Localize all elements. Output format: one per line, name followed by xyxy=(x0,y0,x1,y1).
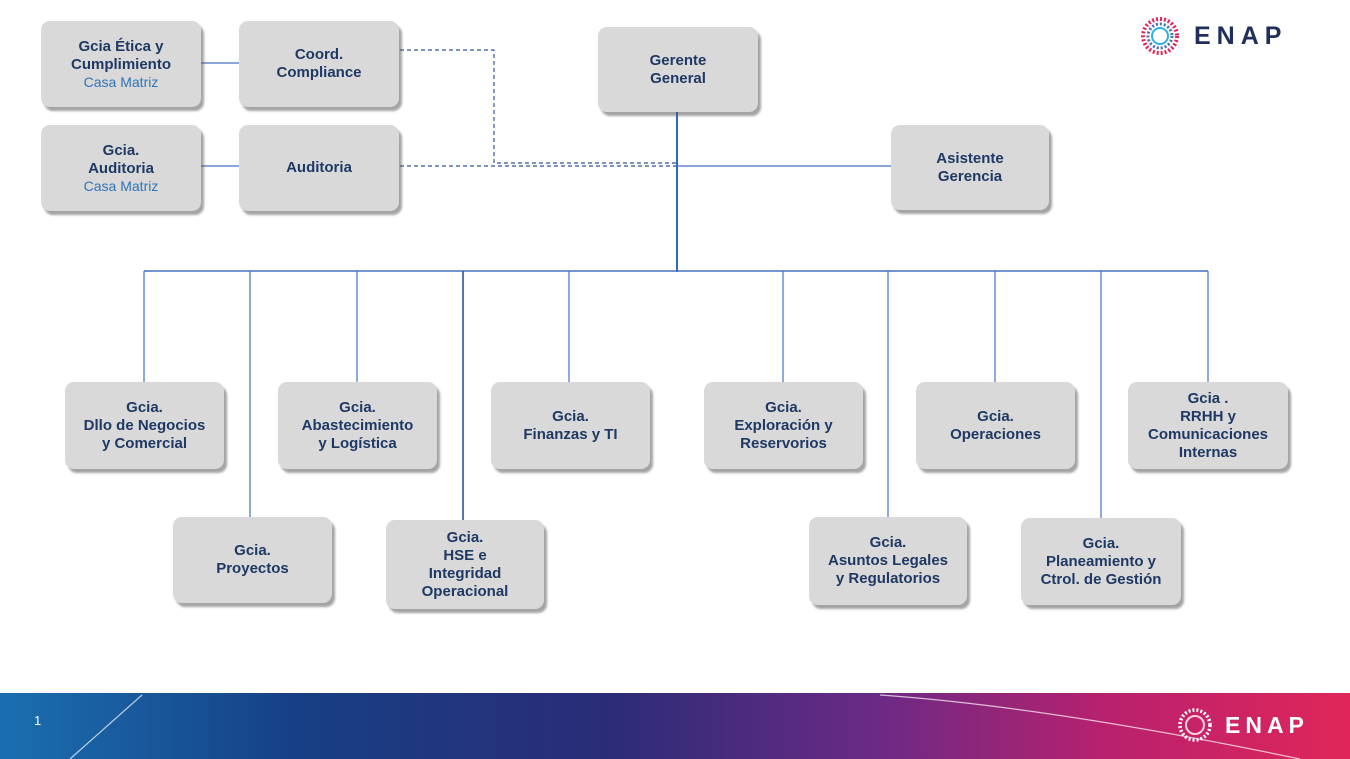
box-proyectos: Gcia. Proyectos xyxy=(173,517,332,603)
dashed-link-compliance xyxy=(400,49,676,164)
box-operaciones: Gcia. Operaciones xyxy=(916,382,1075,469)
box-label: Auditoria xyxy=(88,159,154,177)
box-label: Exploración y xyxy=(734,416,833,434)
box-label: Auditoria xyxy=(286,159,352,176)
footer-band: 1 ENAP xyxy=(0,693,1350,759)
box-label: Coord. xyxy=(294,46,344,63)
box-label: Gcia. xyxy=(869,534,907,551)
box-rrhh: Gcia . RRHH y Comunicaciones Internas xyxy=(1128,382,1288,469)
box-label: Gcia. xyxy=(234,542,271,559)
box-label: Compliance xyxy=(276,64,362,81)
box-label: Comunicaciones xyxy=(1147,425,1269,443)
box-label: RRHH y xyxy=(1180,407,1236,425)
enap-ring-icon xyxy=(1178,708,1212,742)
box-label: Operacional xyxy=(421,582,509,600)
box-label: Asistente xyxy=(936,149,1004,167)
box-sublabel: Casa Matriz xyxy=(83,177,159,194)
box-label: y Comercial xyxy=(101,434,188,452)
enap-logo-top: ENAP xyxy=(1138,10,1323,62)
box-label: Ctrol. de Gestión xyxy=(1040,570,1162,588)
box-label: Proyectos xyxy=(216,560,289,577)
box-label: Gcia. xyxy=(552,407,589,425)
box-label: Gerente xyxy=(649,51,707,69)
box-label: Dllo de Negocios xyxy=(83,416,206,434)
box-label: Asuntos Legales xyxy=(827,552,949,569)
box-label: Operaciones xyxy=(950,425,1041,443)
box-label: Gcia. xyxy=(339,398,376,416)
box-auditoria: Auditoria xyxy=(239,125,399,211)
box-abastecimiento: Gcia. Abastecimiento y Logística xyxy=(278,382,437,469)
box-label: Planeamiento y xyxy=(1045,552,1157,570)
box-asistente-gerencia: Asistente Gerencia xyxy=(891,125,1049,210)
enap-logo-text: ENAP xyxy=(1194,21,1288,50)
box-label: Gcia . xyxy=(1187,389,1229,407)
box-exploracion: Gcia. Exploración y Reservorios xyxy=(704,382,863,469)
footer-decoration xyxy=(69,694,1301,759)
box-label: Gcia. xyxy=(446,528,484,546)
box-label: Gcia. xyxy=(102,141,140,159)
box-label: Gcia. xyxy=(765,398,802,416)
enap-ring-icon xyxy=(1141,17,1179,55)
box-planeamiento: Gcia. Planeamiento y Ctrol. de Gestión xyxy=(1021,518,1181,605)
box-sublabel: Casa Matriz xyxy=(83,73,159,90)
box-label: Gerencia xyxy=(937,167,1003,185)
box-finanzas: Gcia. Finanzas y TI xyxy=(491,382,650,469)
box-label: Internas xyxy=(1178,443,1238,461)
page-number: 1 xyxy=(34,713,42,728)
box-label: Abastecimiento xyxy=(301,416,414,434)
box-hse: Gcia. HSE e Integridad Operacional xyxy=(386,520,544,609)
enap-logo-text: ENAP xyxy=(1225,711,1309,738)
box-label: Finanzas y TI xyxy=(523,425,618,443)
box-dllo-negocios: Gcia. Dllo de Negocios y Comercial xyxy=(65,382,224,469)
box-label: General xyxy=(650,69,706,87)
box-gcia-etica: Gcia Ética y Cumplimiento Casa Matriz xyxy=(41,21,201,107)
box-label: y Regulatorios xyxy=(835,570,941,587)
box-label: Integridad xyxy=(428,564,502,582)
box-coord-compliance: Coord. Compliance xyxy=(239,21,399,107)
enap-logo-bottom: ENAP xyxy=(1175,705,1309,745)
box-label: y Logística xyxy=(318,434,397,452)
box-label: Gcia. xyxy=(977,407,1014,425)
box-label: Cumplimiento xyxy=(71,55,171,73)
box-label: Gcia Ética y xyxy=(78,37,164,55)
box-gcia-auditoria: Gcia. Auditoria Casa Matriz xyxy=(41,125,201,211)
box-label: Gcia. xyxy=(126,398,163,416)
box-gerente-general: Gerente General xyxy=(598,27,758,112)
box-label: Reservorios xyxy=(740,434,827,452)
box-label: HSE e xyxy=(443,546,487,564)
org-chart-connectors xyxy=(143,49,1209,521)
box-label: Gcia. xyxy=(1082,534,1120,552)
box-asuntos-legales: Gcia. Asuntos Legales y Regulatorios xyxy=(809,517,967,605)
